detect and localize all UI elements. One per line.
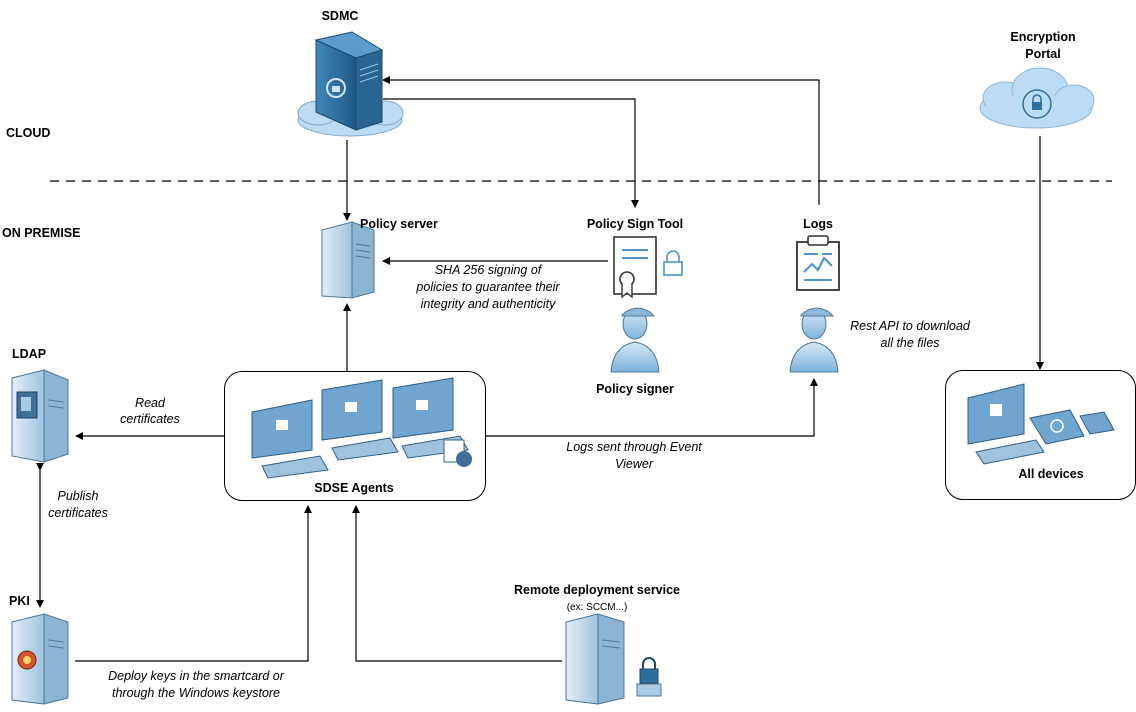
all-devices-icon — [967, 383, 1115, 465]
edge-label-sha-2: policies to guarantee their — [416, 280, 560, 294]
edge-remote-agents — [352, 505, 562, 662]
ldap-server-icon[interactable] — [11, 369, 69, 463]
edge-label-read-2: certificates — [120, 412, 180, 426]
zone-label-on-premise: ON PREMISE — [2, 226, 81, 240]
sdse-agents-label: SDSE Agents — [314, 481, 394, 495]
edge-label-logs-sent-1: Logs sent through Event — [566, 440, 702, 454]
all-devices-label: All devices — [1018, 467, 1084, 481]
edge-logs-sdmc — [382, 76, 820, 205]
edge-sdmc-sign-tool — [383, 98, 639, 208]
zone-label-cloud: CLOUD — [6, 126, 51, 140]
sdse-workstations-icon — [251, 377, 472, 479]
edge-label-sha-3: integrity and authenticity — [420, 297, 556, 311]
edge-label-logs-sent-2: Viewer — [615, 457, 653, 471]
edge-label-deploy-1: Deploy keys in the smartcard or — [108, 669, 284, 683]
edge-label-deploy-2: through the Windows keystore — [111, 686, 281, 700]
certificate-icon[interactable] — [613, 236, 683, 299]
remote-deployment-sublabel: (ex: SCCM...) — [566, 602, 628, 613]
policy-signer-label: Policy signer — [596, 382, 674, 396]
logs-clipboard-icon[interactable] — [796, 235, 840, 291]
sdse-agents-group[interactable] — [224, 371, 486, 501]
logs-person-icon — [789, 307, 839, 373]
policy-server-icon[interactable] — [321, 221, 375, 299]
encryption-portal-label-1: Encryption — [1010, 30, 1076, 44]
edge-label-publish-2: certificates — [48, 506, 108, 520]
pki-label: PKI — [9, 594, 30, 608]
edge-label-rest-1: Rest API to download — [850, 319, 970, 333]
edge-label-publish-1: Publish — [57, 489, 99, 503]
edge-label-read-1: Read — [135, 396, 165, 410]
encryption-portal-label-2: Portal — [1025, 47, 1061, 61]
edge-label-sha-1: SHA 256 signing of — [434, 263, 542, 277]
encryption-portal-cloud-icon[interactable] — [979, 67, 1095, 129]
edge-label-rest-2: all the files — [880, 336, 940, 350]
edge-pki-agents — [75, 505, 312, 662]
policy-sign-tool-label: Policy Sign Tool — [586, 217, 684, 231]
policy-server-label: Policy server — [360, 217, 438, 231]
sdmc-label: SDMC — [321, 9, 359, 23]
remote-deployment-server-icon[interactable] — [565, 613, 662, 705]
logs-label: Logs — [803, 217, 833, 231]
edge-agents-logs — [486, 378, 818, 437]
remote-deployment-label: Remote deployment service — [513, 583, 681, 597]
pki-server-icon[interactable] — [11, 613, 69, 705]
ldap-label: LDAP — [12, 347, 47, 361]
policy-signer-person-icon — [610, 307, 660, 373]
sdmc-icon[interactable] — [297, 31, 404, 137]
